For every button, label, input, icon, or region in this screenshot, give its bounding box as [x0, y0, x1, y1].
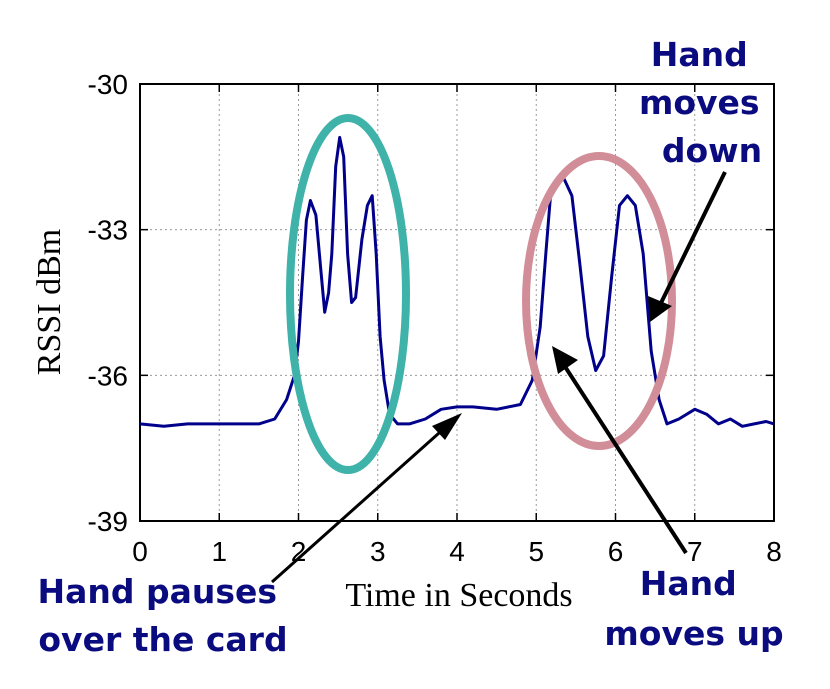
highlight-ellipse-first-gesture [286, 114, 410, 474]
annotation-pause-line-1: Hand pauses [37, 572, 277, 611]
x-tick-label: 0 [132, 536, 148, 567]
annotation-down-line-3: down [662, 131, 762, 170]
x-tick-label: 3 [370, 536, 386, 567]
rssi-series-line [139, 135, 775, 428]
x-tick-labels: 0 1 2 3 4 5 6 7 8 [132, 536, 782, 567]
annotation-pause-line-2: over the card [38, 620, 287, 659]
arrow-moves-up [560, 360, 688, 555]
annotation-down-line-2: moves [639, 83, 760, 122]
y-tick-label: -30 [88, 69, 128, 100]
x-tick-label: 6 [608, 536, 624, 567]
x-tick-label: 7 [687, 536, 703, 567]
axis-ticks [139, 83, 775, 522]
arrowhead-moves-down [648, 296, 672, 322]
y-tick-label: -36 [88, 360, 128, 391]
y-tick-labels: -30 -33 -36 -39 [88, 69, 128, 537]
arrow-moves-down [658, 171, 727, 306]
grid-lines [140, 84, 774, 521]
annotation-down-line-1: Hand [651, 35, 748, 74]
y-tick-label: -33 [88, 215, 128, 246]
x-tick-label: 4 [449, 536, 465, 567]
x-tick-label: 5 [528, 536, 544, 567]
highlight-ellipse-second-gesture [522, 152, 676, 450]
arrows [271, 171, 727, 584]
annotation-hand-moves-up: Hand moves up [604, 564, 783, 653]
x-tick-label: 2 [291, 536, 307, 567]
y-tick-label: -39 [88, 506, 128, 537]
x-tick-label: 8 [766, 536, 782, 567]
annotation-up-line-1: Hand [640, 564, 737, 603]
arrowhead-moves-up [552, 346, 578, 374]
arrowhead-pauses [432, 413, 462, 440]
annotation-up-line-2: moves up [604, 614, 783, 653]
x-axis-label: Time in Seconds [345, 577, 572, 614]
arrow-pauses [271, 423, 449, 584]
x-tick-label: 1 [211, 536, 227, 567]
annotation-hand-moves-down: Hand moves down [639, 35, 771, 170]
y-axis-label: RSSI dBm [31, 229, 68, 375]
annotation-hand-pauses: Hand pauses over the card [37, 572, 288, 659]
